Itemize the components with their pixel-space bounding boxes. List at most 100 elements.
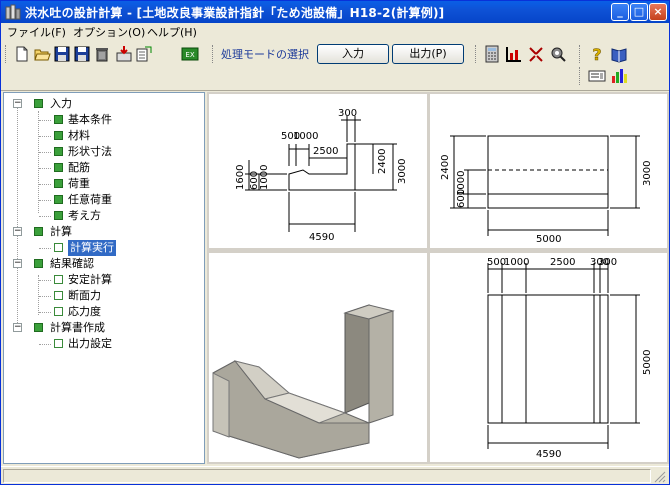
check-icon [54,163,63,172]
tree-item[interactable]: 安定計算 [4,272,204,288]
open-icon[interactable] [33,45,51,63]
check-icon [54,275,63,284]
tree-item[interactable]: 出力設定 [4,336,204,352]
check-icon [54,147,63,156]
export-icon[interactable] [135,45,153,63]
expand-toggle-icon[interactable]: − [13,258,22,268]
save-as-icon[interactable] [73,45,91,63]
new-icon[interactable] [13,45,31,63]
tool-icon[interactable] [527,45,545,63]
tree-item[interactable]: 配筋 [4,160,204,176]
dim-plan-right: 5000 [642,350,653,375]
dim-side-bottom: 5000 [536,234,561,245]
toolbar-grip[interactable] [579,67,582,85]
dim-plan-top-1: 500 [487,257,506,268]
tree-item[interactable]: − 結果確認 [4,256,204,272]
calculator-icon[interactable] [483,45,501,63]
check-icon [54,115,63,124]
toolbar-grip[interactable] [212,45,215,63]
tree-item[interactable]: 荷重 [4,176,204,192]
front-section-pane[interactable]: 500 1000 300 2500 1600 600 1000 2400 300… [209,94,427,248]
check-icon [54,131,63,140]
tree-item[interactable]: 計算実行 [4,240,204,256]
tools-icon[interactable] [549,45,567,63]
minimize-button[interactable]: _ [611,3,629,21]
tree-item[interactable]: 材料 [4,128,204,144]
process-tree: − 入力基本条件材料形状寸法配筋荷重任意荷重考え方 − 計算計算実行 − 結果確認安定計算… [3,92,205,464]
tree-item[interactable]: − 計算 [4,224,204,240]
import-icon[interactable] [115,45,133,63]
dim-front-top-4: 2500 [313,146,338,157]
tree-item[interactable]: 基本条件 [4,112,204,128]
menu-file[interactable]: ファイル(F) [7,26,66,39]
exit-icon[interactable]: EX [181,45,199,63]
tree-item[interactable]: 断面力 [4,288,204,304]
side-section-pane[interactable]: 2400 1000 600 3000 5000 [430,94,667,248]
graph-icon[interactable] [610,67,628,85]
expand-toggle-icon[interactable]: − [13,226,22,236]
tree-connector [17,105,18,329]
check-icon [54,179,63,188]
dim-plan-bottom: 4590 [536,449,561,460]
front-section-drawing: 500 1000 300 2500 1600 600 1000 2400 300… [235,108,408,243]
book-icon[interactable] [610,45,628,63]
resize-grip-icon[interactable] [653,470,666,483]
close-button[interactable]: × [649,3,667,21]
plan-view-pane[interactable]: 500 1000 2500 300 300 5000 4590 [430,253,667,462]
tree-item[interactable]: 形状寸法 [4,144,204,160]
section-outline [288,143,356,191]
window-title: 洪水吐の設計計算 - [土地改良事業設計指針「ため池設備」H18-2(計算例)] [25,6,445,20]
dim-plan-top-4: 300 [590,257,609,268]
expand-toggle-icon[interactable]: − [13,98,22,108]
tree-item-label: 形状寸法 [68,145,112,158]
check-icon [34,99,43,108]
dim-front-top-2: 1000 [293,131,318,142]
card-icon[interactable] [588,67,606,85]
tree-item-label: 入力 [50,97,72,110]
tree-item-label: 計算書作成 [50,321,105,334]
output-mode-button[interactable]: 出力(P) [392,44,464,64]
tree-connector [39,344,51,345]
title-bar[interactable]: 洪水吐の設計計算 - [土地改良事業設計指針「ため池設備」H18-2(計算例)]… [1,1,669,23]
tree-item[interactable]: 応力度 [4,304,204,320]
help-icon[interactable]: ? [588,45,606,63]
dim-front-bottom: 4590 [309,232,334,243]
status-bar [1,466,669,484]
menu-help[interactable]: ヘルプ(H) [147,26,197,39]
tree-item-label: 荷重 [68,177,90,190]
tree-item[interactable]: − 計算書作成 [4,320,204,336]
expand-toggle-icon[interactable]: − [13,322,22,332]
dim-front-top-3: 300 [338,108,357,119]
check-icon [54,195,63,204]
toolbar-grip[interactable] [579,45,582,63]
input-mode-button[interactable]: 入力 [317,44,389,64]
dim-side-left-2: 1000 [456,171,467,196]
maximize-button[interactable]: □ [630,3,648,21]
tree-item-label: 応力度 [68,305,101,318]
toolbar-grip[interactable] [475,45,478,63]
tree-item-label: 計算 [50,225,72,238]
3d-model [212,304,395,459]
tree-item-label: 任意荷重 [68,193,112,206]
chart-icon[interactable] [505,45,523,63]
tree-item-label: 結果確認 [50,257,94,270]
menu-option[interactable]: オプション(O) [73,26,146,39]
dim-front-right-1: 2400 [377,149,388,174]
dim-plan-top-3: 2500 [550,257,575,268]
save-icon[interactable] [53,45,71,63]
3d-view-pane[interactable] [209,253,427,462]
check-icon [54,243,63,252]
tree-item-label: 出力設定 [68,337,112,350]
tree-connector [38,275,39,315]
tree-item-label: 考え方 [68,209,101,222]
tree-connector [39,184,51,185]
tree-item[interactable]: 考え方 [4,208,204,224]
toolbar-grip[interactable] [5,45,8,63]
dim-front-left-2: 600 [249,171,260,190]
plan-drawing: 500 1000 2500 300 300 5000 4590 [487,257,653,460]
tree-item[interactable]: − 入力 [4,96,204,112]
app-icon [5,4,21,20]
delete-icon[interactable] [93,45,111,63]
tree-item[interactable]: 任意荷重 [4,192,204,208]
